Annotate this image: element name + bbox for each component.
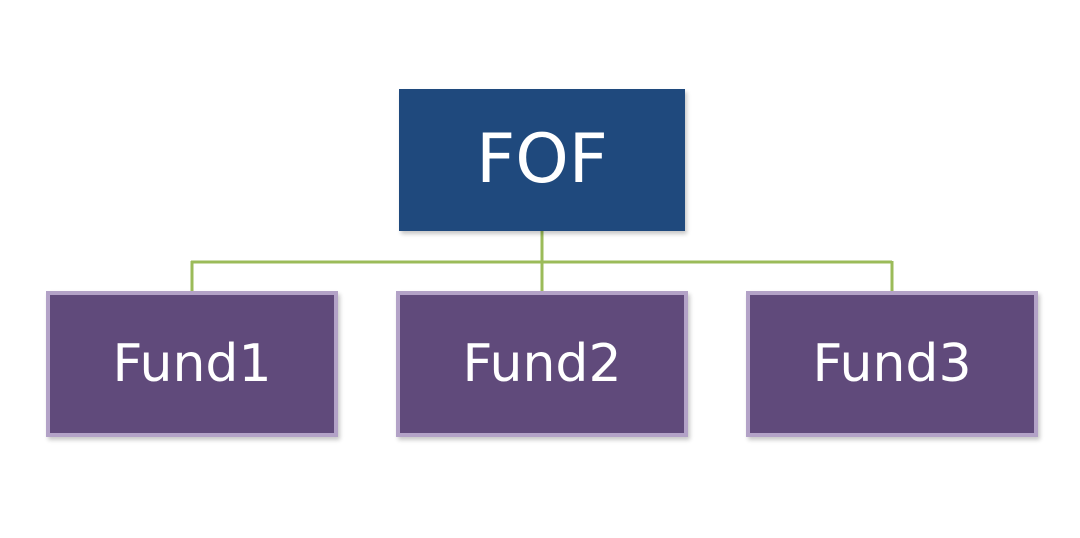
- root-node-label: FOF: [476, 120, 608, 199]
- child-node-fund1: Fund1: [46, 291, 338, 437]
- child-node-fund3: Fund3: [746, 291, 1038, 437]
- child-node-fund2: Fund2: [396, 291, 688, 437]
- child-node-label: Fund2: [462, 334, 622, 394]
- child-node-label: Fund1: [112, 334, 272, 394]
- root-node-fof: FOF: [399, 89, 685, 231]
- child-node-label: Fund3: [812, 334, 972, 394]
